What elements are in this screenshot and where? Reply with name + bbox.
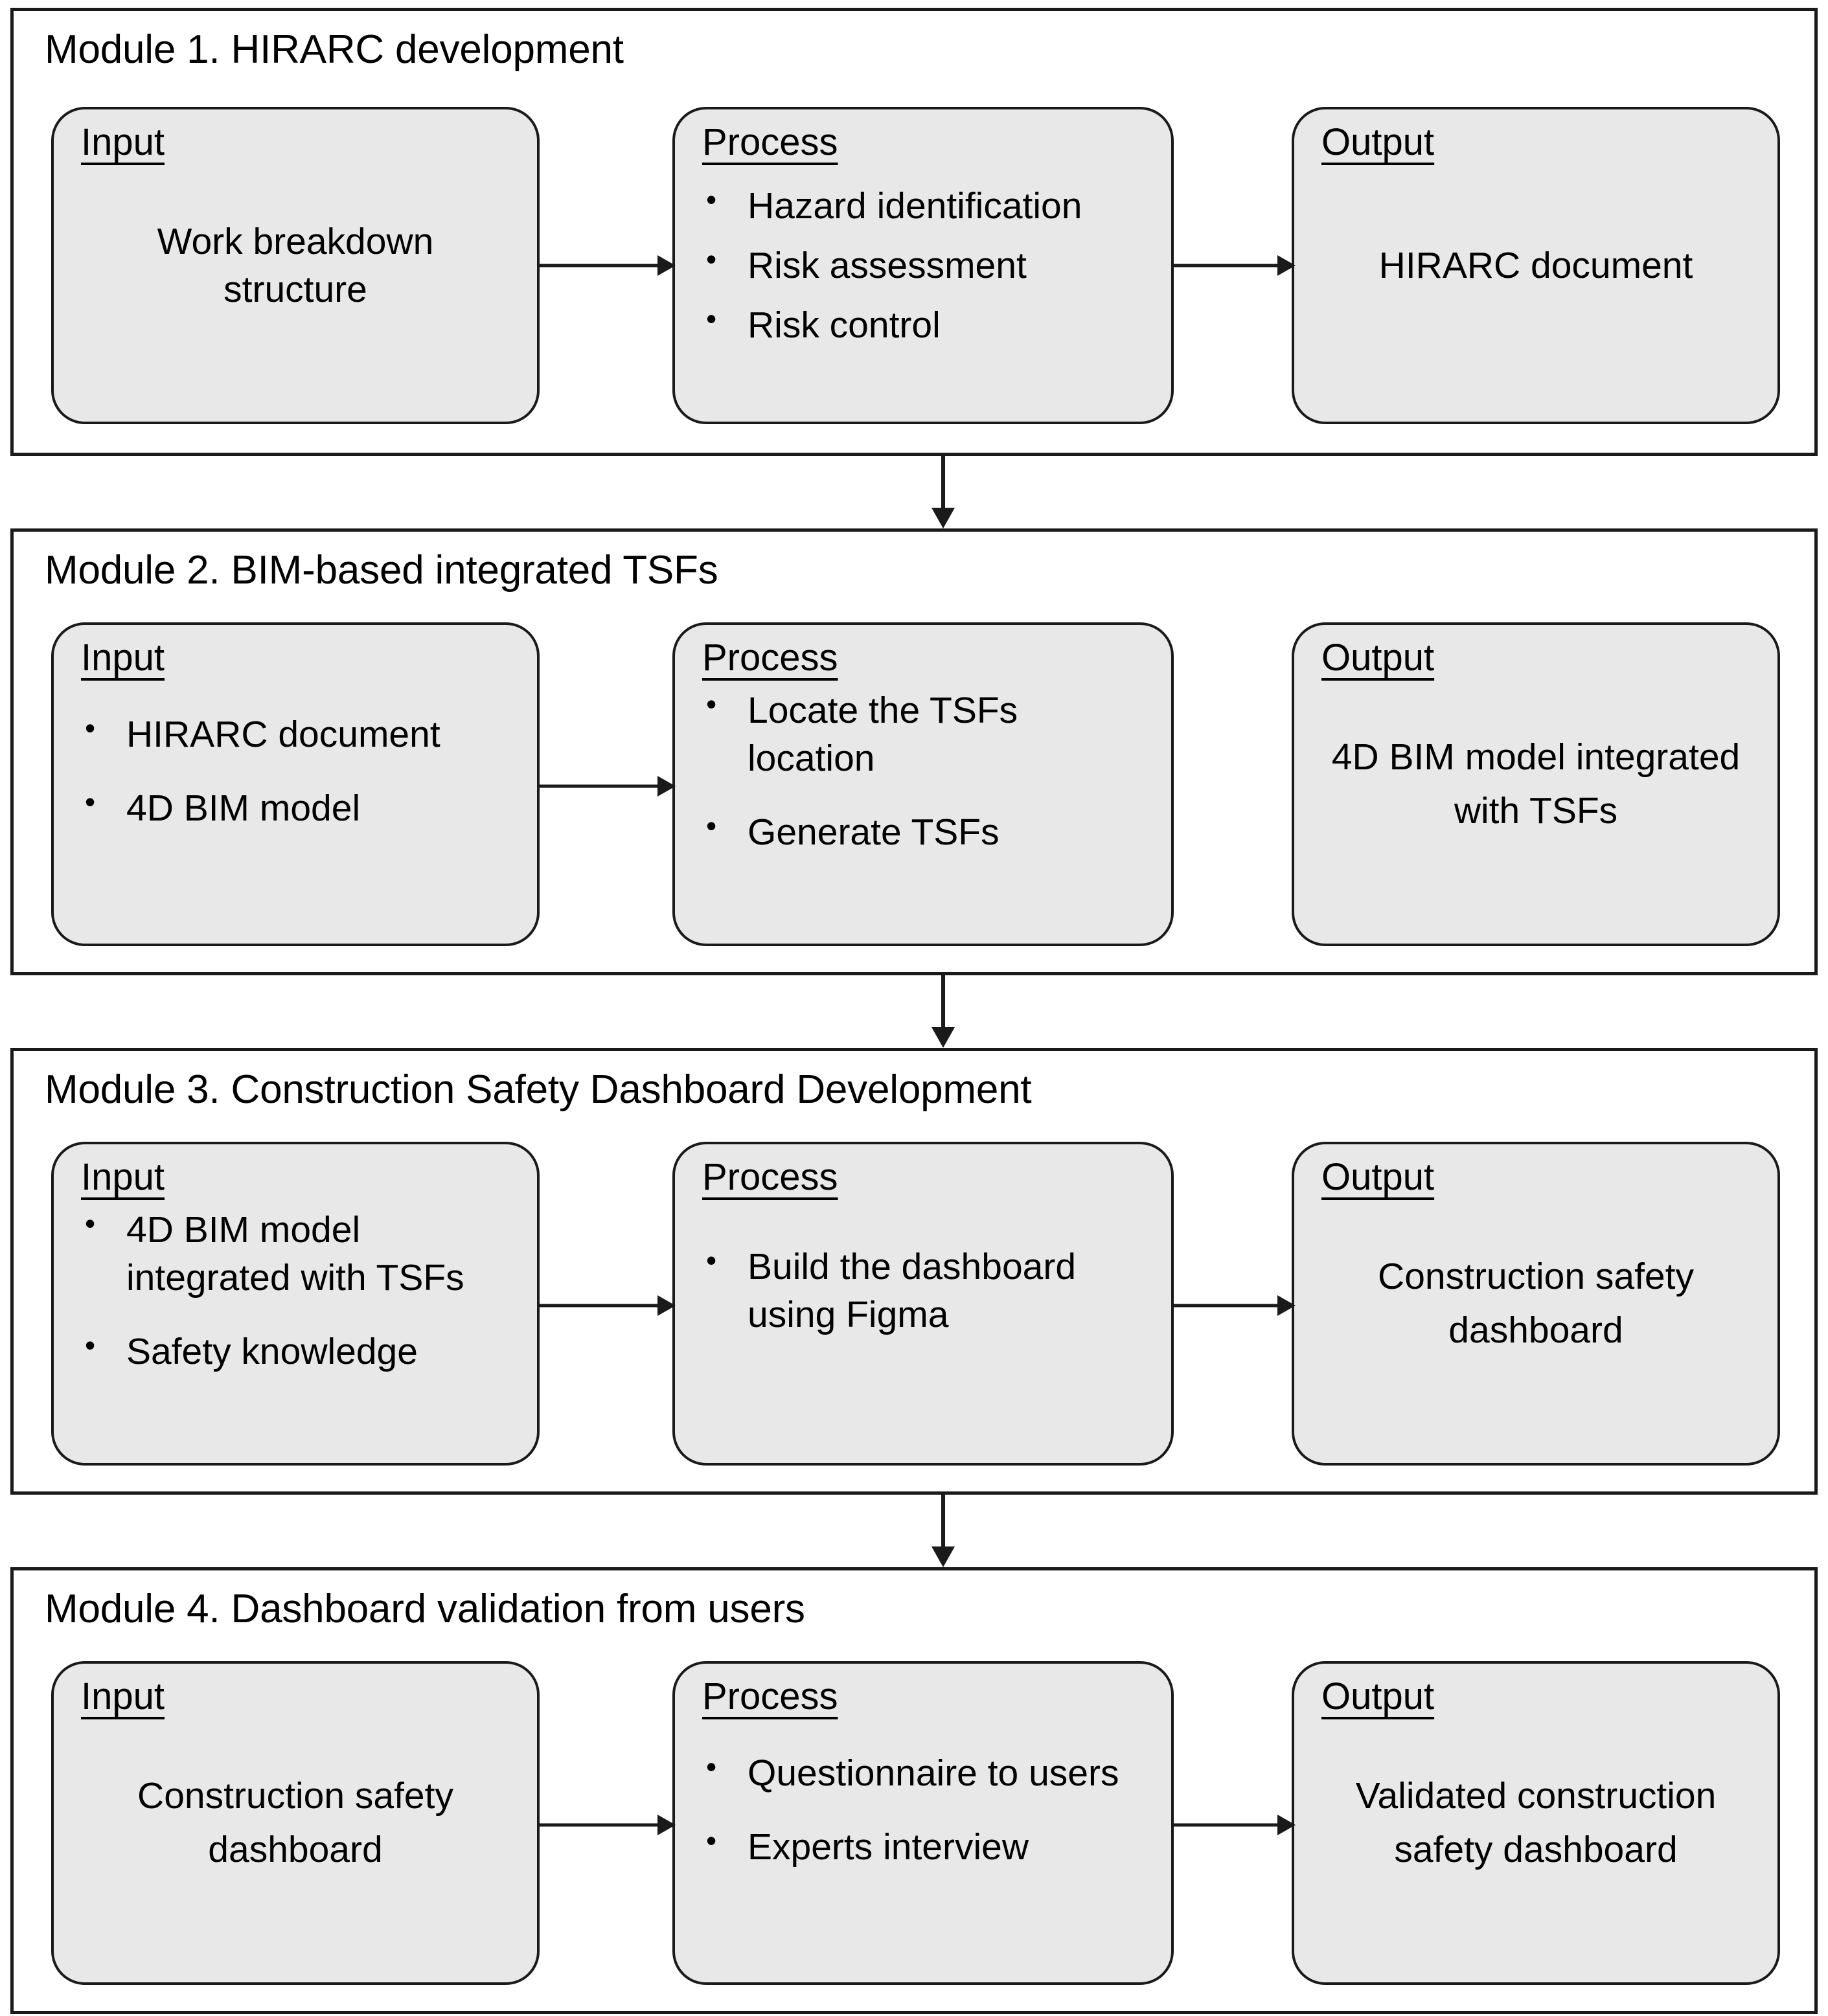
module-1-output-card[interactable]: Output HIRARC document (1292, 107, 1780, 424)
module-3-input-card[interactable]: Input 4D BIM model integrated with TSFs … (51, 1142, 540, 1466)
module-2-title: Module 2. BIM-based integrated TSFs (45, 548, 718, 593)
list-item: Risk assessment (697, 240, 1149, 289)
module-1-process-card[interactable]: Process Hazard identification Risk asses… (672, 107, 1174, 424)
module-4-input-card[interactable]: Input Construction safety dashboard (51, 1661, 540, 1985)
module-2-output-card[interactable]: Output 4D BIM model integrated with TSFs (1292, 622, 1780, 946)
module-1-input-card[interactable]: Input Work breakdown structure (51, 107, 540, 424)
module-2-process-card[interactable]: Process Locate the TSFs location Generat… (672, 622, 1174, 946)
module-4-output-text: Validated construction safety dashboard (1355, 1775, 1717, 1870)
module-1-process-list: Hazard identification Risk assessment Ri… (697, 181, 1149, 349)
output-label: Output (1321, 1156, 1435, 1198)
module-4-output-body: Validated construction safety dashboard (1294, 1664, 1777, 1982)
list-item: Risk control (697, 300, 1149, 349)
input-label: Input (81, 637, 165, 679)
module-2-arrow-input-to-process-icon (540, 776, 676, 797)
module-1-arrow-input-to-process-icon (540, 255, 676, 276)
module-4-arrow-input-to-process-icon (540, 1815, 676, 1835)
module-3-arrow-input-to-process-icon (540, 1295, 676, 1316)
module-4-input-body: Construction safety dashboard (54, 1664, 537, 1982)
module-1-input-text: Work breakdown structure (157, 220, 434, 310)
module-3: Module 3. Construction Safety Dashboard … (10, 1048, 1818, 1495)
process-label: Process (702, 637, 838, 679)
module-3-arrow-process-to-output-icon (1174, 1295, 1296, 1316)
module-4-process-body: Questionnaire to users Experts interview (675, 1664, 1171, 1982)
list-item: Hazard identification (697, 181, 1149, 230)
module-2-output-body: 4D BIM model integrated with TSFs (1294, 625, 1777, 944)
list-item: HIRARC document (76, 709, 515, 758)
module-2-input-list: HIRARC document 4D BIM model (76, 709, 515, 858)
input-label: Input (81, 121, 165, 163)
module-4-arrow-process-to-output-icon (1174, 1815, 1296, 1835)
module-4-output-card[interactable]: Output Validated construction safety das… (1292, 1661, 1780, 1985)
list-item: Locate the TSFs location (697, 685, 1149, 782)
module-2-input-card[interactable]: Input HIRARC document 4D BIM model (51, 622, 540, 946)
module-2-output-text: 4D BIM model integrated with TSFs (1331, 736, 1741, 832)
module-1-card-row: Input Work breakdown structure Process H… (14, 107, 1814, 424)
module-3-input-list: 4D BIM model integrated with TSFs Safety… (76, 1205, 515, 1401)
process-label: Process (702, 1156, 838, 1198)
module-3-input-body: 4D BIM model integrated with TSFs Safety… (54, 1144, 537, 1463)
module-stack: Module 1. HIRARC development Input Work … (10, 8, 1818, 2014)
module-4-input-text: Construction safety dashboard (137, 1775, 453, 1870)
module-4-card-row: Input Construction safety dashboard Proc… (14, 1661, 1814, 1985)
module-3-process-card[interactable]: Process Build the dashboard using Figma (672, 1142, 1174, 1466)
module-3-output-text: Construction safety dashboard (1378, 1256, 1694, 1351)
module-1-title: Module 1. HIRARC development (45, 27, 624, 72)
list-item: Build the dashboard using Figma (697, 1241, 1149, 1339)
module-2-input-body: HIRARC document 4D BIM model (54, 625, 537, 944)
output-label: Output (1321, 121, 1435, 163)
module-2-process-body: Locate the TSFs location Generate TSFs (675, 625, 1171, 944)
module-3-process-body: Build the dashboard using Figma (675, 1144, 1171, 1463)
module-1-arrow-process-to-output-icon (1174, 255, 1296, 276)
process-label: Process (702, 121, 838, 163)
process-label: Process (702, 1675, 838, 1717)
input-label: Input (81, 1675, 165, 1717)
module-4-process-list: Questionnaire to users Experts interview (697, 1748, 1149, 1897)
module-1-process-body: Hazard identification Risk assessment Ri… (675, 109, 1171, 422)
module-4: Module 4. Dashboard validation from user… (10, 1567, 1818, 2014)
module-1-input-body: Work breakdown structure (54, 109, 537, 422)
input-label: Input (81, 1156, 165, 1198)
module-4-title: Module 4. Dashboard validation from user… (45, 1587, 805, 1631)
list-item: Experts interview (697, 1822, 1149, 1871)
module-2-process-list: Locate the TSFs location Generate TSFs (697, 685, 1149, 882)
module-3-card-row: Input 4D BIM model integrated with TSFs … (14, 1142, 1814, 1466)
module-4-process-card[interactable]: Process Questionnaire to users Experts i… (672, 1661, 1174, 1985)
output-label: Output (1321, 637, 1435, 679)
list-item: 4D BIM model (76, 783, 515, 832)
list-item: Questionnaire to users (697, 1748, 1149, 1797)
module-2-card-row: Input HIRARC document 4D BIM model Proce… (14, 622, 1814, 946)
module-3-process-list: Build the dashboard using Figma (697, 1241, 1149, 1365)
module-1-output-text: HIRARC document (1378, 244, 1693, 286)
module-3-output-card[interactable]: Output Construction safety dashboard (1292, 1142, 1780, 1466)
module-1-output-body: HIRARC document (1294, 109, 1777, 422)
list-item: Safety knowledge (76, 1326, 515, 1376)
module-1: Module 1. HIRARC development Input Work … (10, 8, 1818, 456)
module-3-output-body: Construction safety dashboard (1294, 1144, 1777, 1463)
module-2: Module 2. BIM-based integrated TSFs Inpu… (10, 528, 1818, 975)
output-label: Output (1321, 1675, 1435, 1717)
list-item: 4D BIM model integrated with TSFs (76, 1205, 515, 1302)
list-item: Generate TSFs (697, 807, 1149, 856)
module-3-title: Module 3. Construction Safety Dashboard … (45, 1067, 1032, 1112)
